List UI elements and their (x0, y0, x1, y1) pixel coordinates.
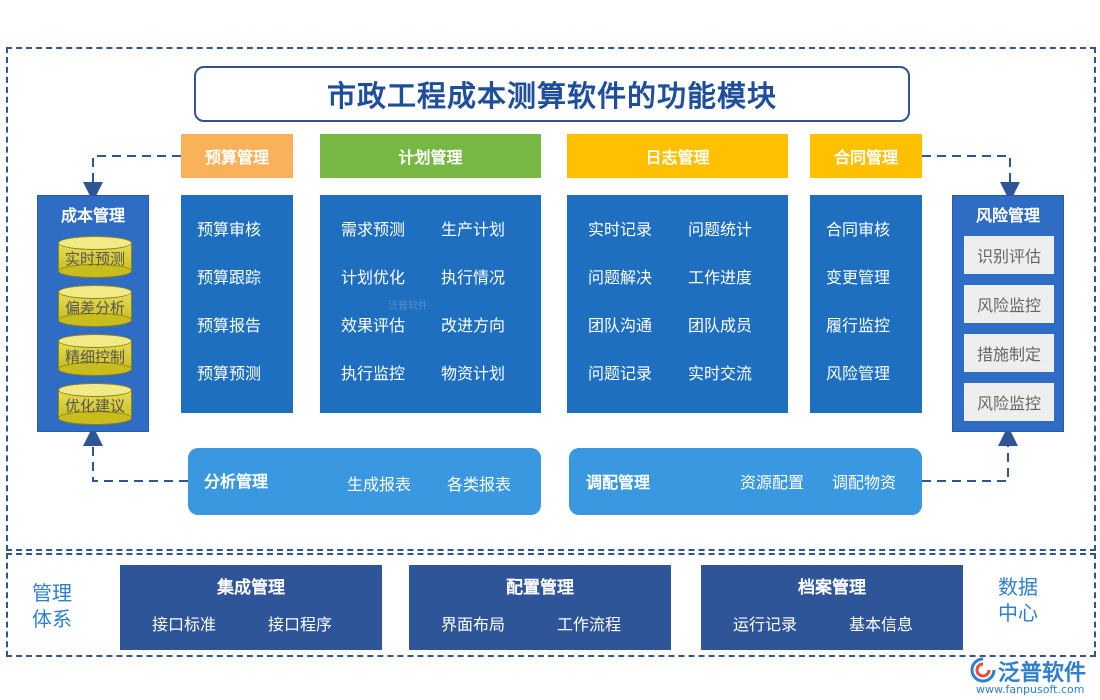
log-item: 团队沟通 (588, 316, 653, 335)
integration-box: 集成管理 接口标准 接口程序 (120, 565, 382, 650)
dispatch-bar: 调配管理 资源配置 调配物资 (569, 448, 922, 515)
budget-panel: 预算审核 预算跟踪 预算报告 预算预测 (181, 195, 293, 413)
plan-header: 计划管理 (320, 134, 541, 178)
logo-icon (970, 657, 996, 683)
plan-item: 执行情况 (441, 268, 506, 287)
contract-header: 合同管理 (810, 134, 922, 178)
top-frame (6, 47, 1096, 551)
cost-title: 成本管理 (60, 206, 125, 225)
analysis-title: 分析管理 (204, 472, 269, 491)
risk-item: 风险监控 (964, 285, 1054, 323)
arrow-analysis-to-cost (83, 426, 188, 482)
plan-item: 计划优化 (341, 268, 406, 287)
label-line: 体系 (32, 607, 72, 631)
plan-item: 需求预测 (341, 220, 406, 239)
log-item: 问题统计 (688, 220, 753, 239)
cost-item: 偏差分析 (64, 299, 125, 317)
log-item: 问题解决 (588, 268, 653, 287)
contract-item: 变更管理 (826, 268, 891, 287)
label-line: 中心 (998, 601, 1038, 625)
log-panel: 实时记录 问题统计 问题解决 工作进度 团队沟通 团队成员 问题记录 实时交流 (567, 195, 788, 413)
cost-item: 精细控制 (64, 348, 125, 366)
analysis-item: 生成报表 (347, 475, 412, 494)
risk-item: 措施制定 (964, 334, 1054, 372)
page-title: 市政工程成本测算软件的功能模块 (194, 66, 910, 122)
label-line: 管理 (32, 581, 72, 605)
archive-box: 档案管理 运行记录 基本信息 (701, 565, 963, 650)
plan-item: 改进方向 (441, 316, 506, 335)
log-item: 实时记录 (588, 220, 653, 239)
budget-header: 预算管理 (181, 134, 293, 178)
arrow-dispatch-to-risk (922, 426, 1018, 482)
risk-item: 识别评估 (964, 236, 1054, 274)
risk-title: 风险管理 (975, 206, 1040, 225)
plan-item: 执行监控 (341, 364, 406, 383)
contract-item: 履行监控 (826, 316, 891, 335)
archive-item: 运行记录 (733, 615, 798, 634)
database-cylinder: 优化建议 (58, 383, 132, 425)
data-center-label: 数据 中心 (998, 574, 1038, 626)
dispatch-title: 调配管理 (586, 473, 651, 492)
contract-item: 风险管理 (826, 364, 891, 383)
log-header: 日志管理 (567, 134, 788, 178)
budget-item: 预算报告 (197, 316, 262, 335)
plan-item: 效果评估 (341, 316, 406, 335)
config-item: 工作流程 (557, 615, 622, 634)
contract-panel: 合同审核 变更管理 履行监控 风险管理 (810, 195, 922, 413)
bottom-frame (6, 553, 1096, 657)
config-title: 配置管理 (506, 578, 574, 598)
config-item: 界面布局 (441, 615, 506, 634)
risk-panel: 风险管理 识别评估 风险监控 措施制定 风险监控 (952, 195, 1064, 432)
integration-item: 接口程序 (268, 615, 333, 634)
dispatch-item: 资源配置 (740, 473, 805, 492)
database-cylinder: 实时预测 (58, 236, 132, 278)
cost-panel: 成本管理 实时预测 偏差分析 精细控制 优化建议 (37, 195, 149, 432)
cost-item: 实时预测 (64, 250, 125, 268)
log-item: 工作进度 (688, 268, 753, 287)
logo-name: 泛普软件 (998, 661, 1087, 686)
database-cylinder: 偏差分析 (58, 285, 132, 327)
analysis-bar: 分析管理 生成报表 各类报表 (188, 448, 541, 515)
log-item: 问题记录 (588, 364, 653, 383)
risk-item: 风险监控 (964, 383, 1054, 421)
management-system-label: 管理 体系 (32, 580, 72, 632)
arrow-budget-to-cost (83, 155, 181, 202)
budget-item: 预算跟踪 (197, 268, 262, 287)
log-item: 团队成员 (688, 316, 753, 335)
plan-item: 物资计划 (441, 364, 506, 383)
dispatch-item: 调配物资 (832, 473, 897, 492)
archive-title: 档案管理 (798, 578, 866, 598)
integration-item: 接口标准 (152, 615, 217, 634)
integration-title: 集成管理 (217, 578, 285, 598)
log-item: 实时交流 (688, 364, 753, 383)
config-box: 配置管理 界面布局 工作流程 (409, 565, 671, 650)
brand-logo: 泛普软件 www.fanpusoft.com (970, 655, 1096, 697)
analysis-item: 各类报表 (447, 475, 512, 494)
budget-item: 预算预测 (197, 364, 262, 383)
watermark-text: 泛普软件 (388, 301, 428, 312)
cost-item: 优化建议 (64, 397, 125, 415)
arrow-contract-to-risk (922, 155, 1020, 202)
database-cylinder: 精细控制 (58, 334, 132, 376)
plan-panel: 需求预测 生产计划 计划优化 执行情况 效果评估 改进方向 执行监控 物资计划 … (320, 195, 541, 413)
archive-item: 基本信息 (849, 615, 914, 634)
logo-url: www.fanpusoft.com (976, 683, 1085, 696)
plan-item: 生产计划 (441, 220, 506, 239)
contract-item: 合同审核 (826, 220, 891, 239)
budget-item: 预算审核 (197, 220, 262, 239)
label-line: 数据 (998, 575, 1038, 599)
